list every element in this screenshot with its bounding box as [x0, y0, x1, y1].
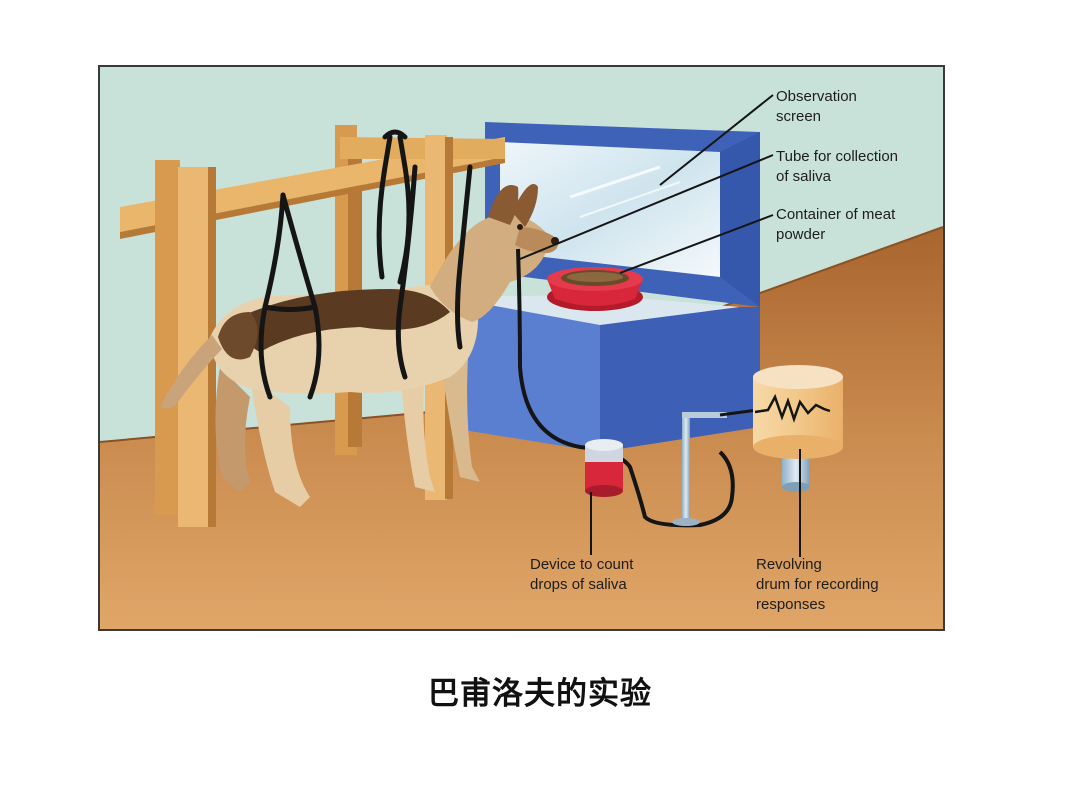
drop-counting-device: [585, 439, 623, 497]
label-saliva-tube: Tube for collection of saliva: [776, 148, 899, 185]
label-revolving-drum: Revolving drum for recording responses: [756, 556, 879, 613]
slide-caption: 巴甫洛夫的实验: [428, 676, 652, 712]
label-meat-container: Container of meat powder: [776, 206, 896, 243]
table-box: [445, 295, 760, 452]
meat-powder-bowl: [547, 267, 643, 311]
revolving-drum: [753, 365, 843, 492]
label-observation-screen: Observation screen: [776, 88, 857, 125]
saliva-collection-tube: [516, 248, 735, 528]
experiment-illustration: [100, 67, 943, 629]
pavlov-experiment-diagram: Observation screen Tube for collection o…: [98, 65, 945, 631]
harness-straps: [258, 129, 473, 400]
label-counting-device: Device to count drops of saliva: [530, 556, 634, 593]
leader-lines: [519, 94, 801, 557]
dog: [160, 184, 559, 507]
